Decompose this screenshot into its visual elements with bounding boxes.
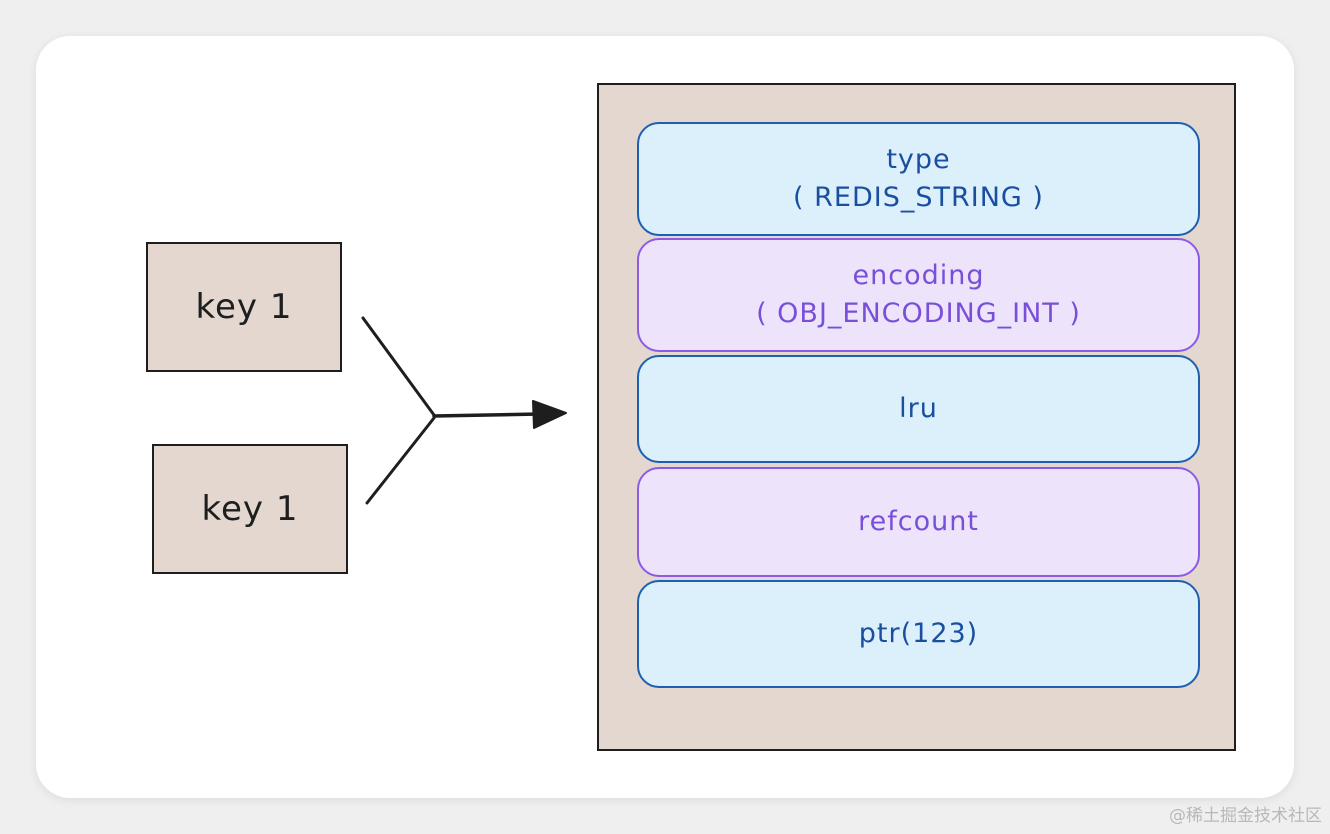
- field-encoding-name: encoding: [852, 260, 985, 291]
- field-refcount: refcount: [637, 467, 1200, 577]
- key-label: key 1: [201, 489, 299, 529]
- field-ptr: ptr(123): [637, 580, 1200, 688]
- field-type: type ( REDIS_STRING ): [637, 122, 1200, 236]
- field-ptr-name: ptr(123): [858, 618, 979, 649]
- field-type-name: type: [886, 144, 951, 175]
- field-type-value: ( REDIS_STRING ): [793, 182, 1044, 213]
- field-encoding: encoding ( OBJ_ENCODING_INT ): [637, 238, 1200, 352]
- key-box-2: key 1: [152, 444, 348, 574]
- key-box-1: key 1: [146, 242, 342, 372]
- key-label: key 1: [195, 287, 293, 327]
- field-lru-name: lru: [899, 393, 938, 424]
- field-lru: lru: [637, 355, 1200, 463]
- watermark: @稀土掘金技术社区: [1169, 806, 1322, 826]
- field-encoding-value: ( OBJ_ENCODING_INT ): [756, 298, 1081, 329]
- field-refcount-name: refcount: [858, 506, 979, 537]
